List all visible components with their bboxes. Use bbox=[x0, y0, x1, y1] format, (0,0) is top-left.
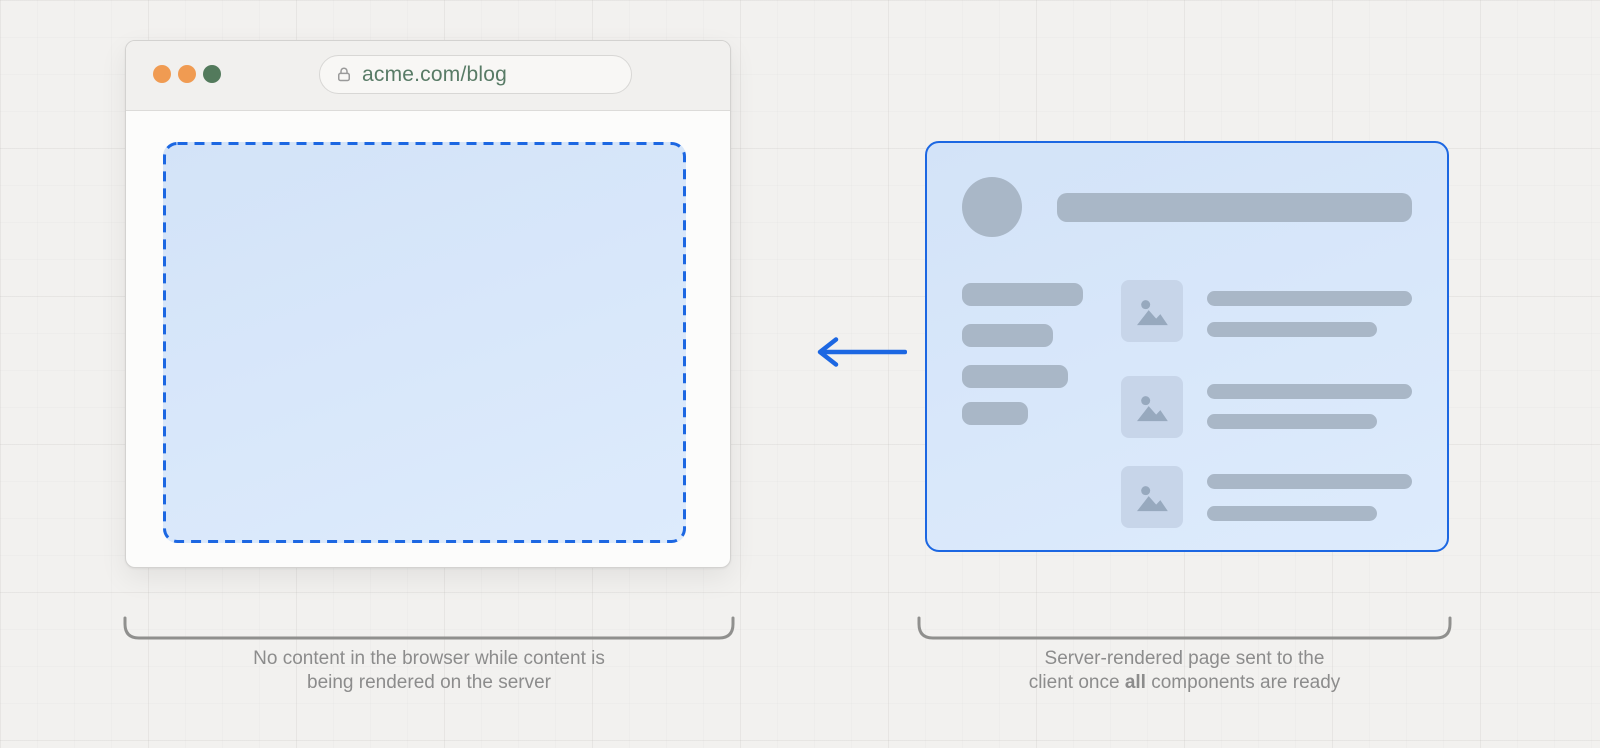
image-icon bbox=[1121, 280, 1183, 342]
browser-titlebar: acme.com/blog bbox=[126, 41, 730, 111]
text-placeholder-bar bbox=[1207, 474, 1412, 489]
caption-right-line1: Server-rendered page sent to the bbox=[1044, 648, 1325, 669]
caption-right: Server-rendered page sent to the client … bbox=[917, 647, 1452, 695]
caption-right-line2: client once all components are ready bbox=[917, 671, 1452, 695]
caption-left-line2: being rendered on the server bbox=[307, 672, 551, 693]
caption-right-line2-pre: client once bbox=[1028, 672, 1125, 693]
server-rendered-page bbox=[925, 141, 1449, 552]
browser-window: acme.com/blog bbox=[125, 40, 731, 568]
caption-right-line2-bold: all bbox=[1124, 672, 1146, 693]
empty-content-placeholder bbox=[163, 142, 686, 543]
avatar-placeholder bbox=[962, 177, 1022, 237]
traffic-lights bbox=[153, 65, 221, 83]
traffic-light-3[interactable] bbox=[203, 65, 221, 83]
heading-placeholder-bar bbox=[1057, 193, 1412, 222]
url-bar[interactable]: acme.com/blog bbox=[319, 55, 632, 94]
text-placeholder-bar bbox=[1207, 291, 1412, 306]
traffic-light-2[interactable] bbox=[178, 65, 196, 83]
text-placeholder-bar bbox=[962, 324, 1053, 347]
caption-left-line1: No content in the browser while content … bbox=[253, 648, 605, 669]
text-placeholder-bar bbox=[962, 402, 1028, 425]
brace-left bbox=[123, 616, 735, 640]
text-placeholder-bar bbox=[1207, 384, 1412, 399]
caption-right-line2-post: components are ready bbox=[1145, 672, 1341, 693]
arrow-left-icon bbox=[817, 337, 907, 367]
browser-viewport bbox=[126, 111, 730, 567]
text-placeholder-bar bbox=[1207, 506, 1377, 521]
text-placeholder-bar bbox=[1207, 322, 1377, 337]
brace-right bbox=[917, 616, 1452, 640]
text-placeholder-bar bbox=[1207, 414, 1377, 429]
text-placeholder-bar bbox=[962, 365, 1068, 388]
url-text: acme.com/blog bbox=[362, 62, 507, 86]
text-placeholder-bar bbox=[962, 283, 1083, 306]
image-icon bbox=[1121, 376, 1183, 438]
image-icon bbox=[1121, 466, 1183, 528]
caption-left: No content in the browser while content … bbox=[123, 647, 735, 695]
traffic-light-1[interactable] bbox=[153, 65, 171, 83]
lock-icon bbox=[335, 65, 353, 84]
